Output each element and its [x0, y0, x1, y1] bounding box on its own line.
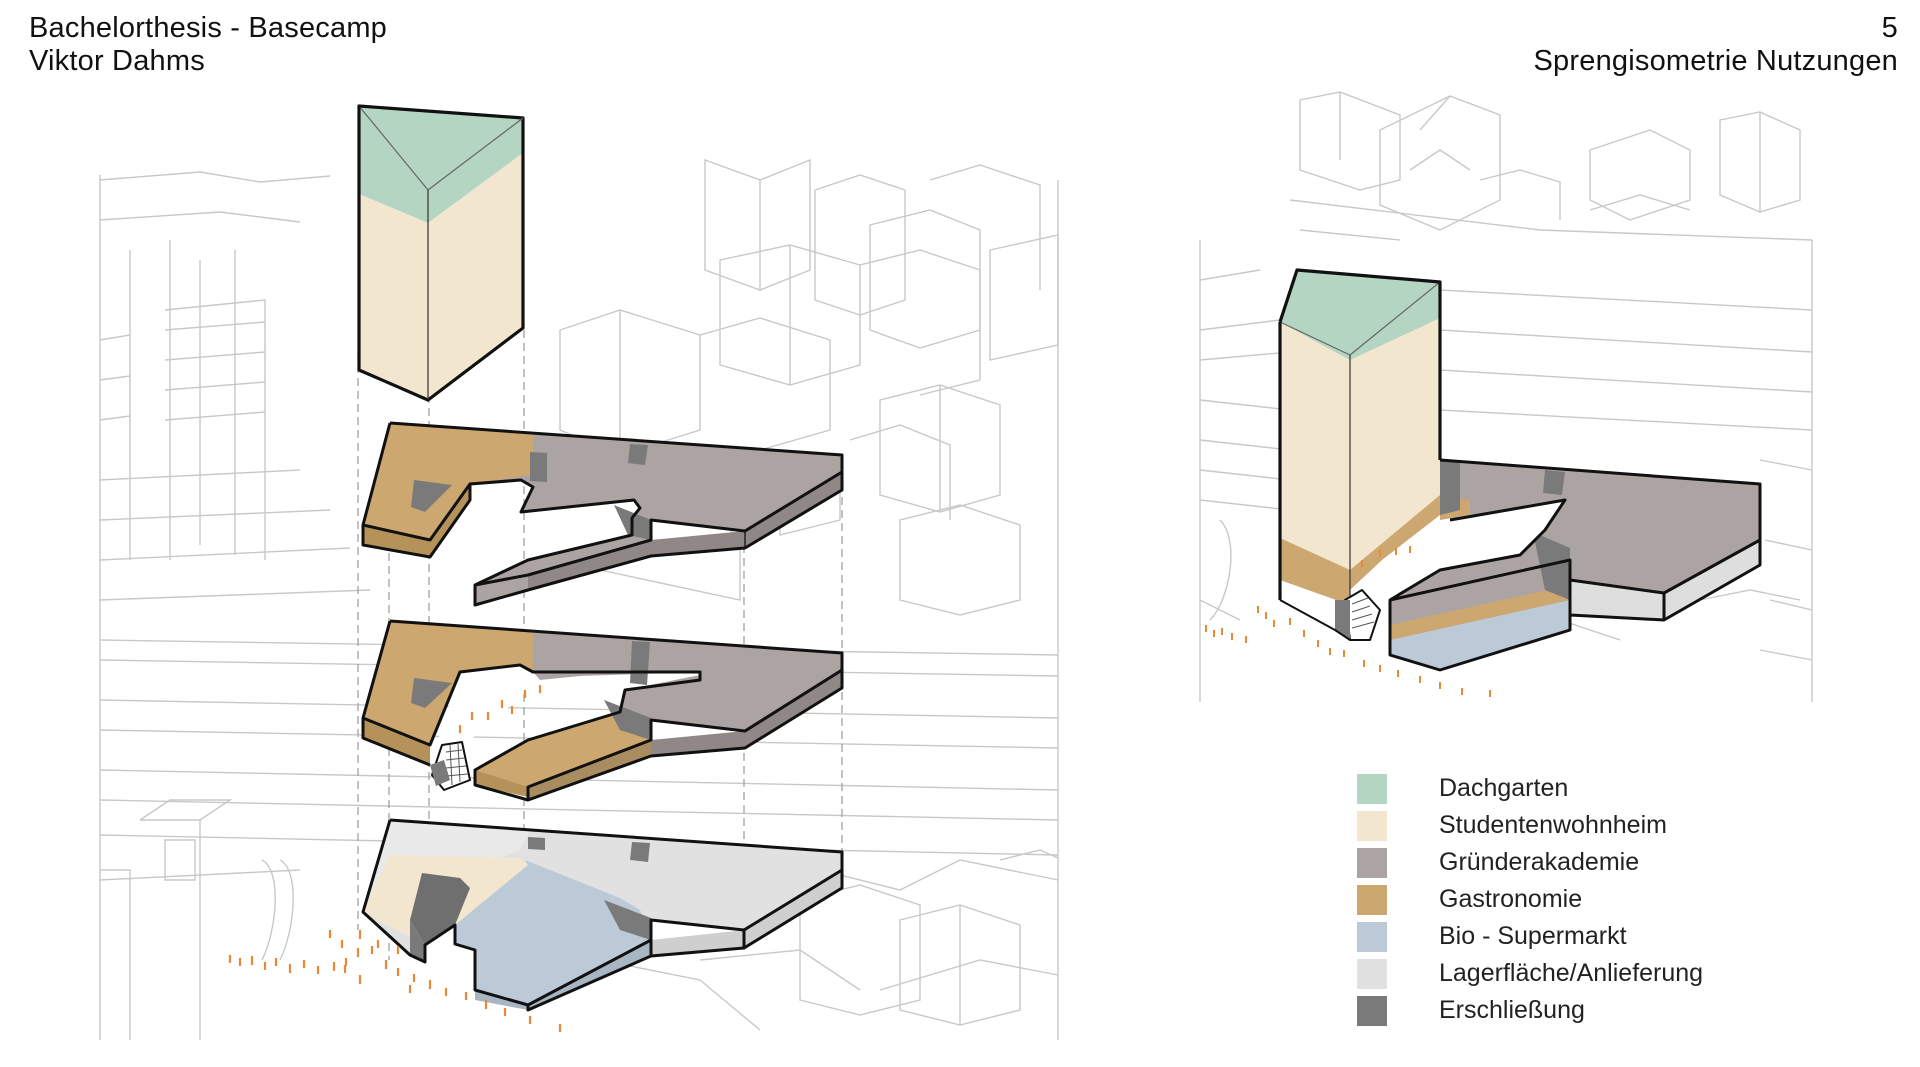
legend-item-dachgarten: Dachgarten [1357, 770, 1703, 807]
legend-swatch [1357, 958, 1387, 989]
legend-item-supermarkt: Bio - Supermarkt [1357, 918, 1703, 955]
header-left: Bachelorthesis - Basecamp Viktor Dahms [29, 12, 387, 78]
legend-label: Gastronomie [1439, 885, 1583, 913]
legend-swatch [1357, 810, 1387, 841]
legend-label: Erschließung [1439, 996, 1585, 1024]
legend-label: Dachgarten [1439, 774, 1569, 802]
exploded-isometric [228, 104, 844, 1032]
legend-item-gastronomie: Gastronomie [1357, 881, 1703, 918]
slab-lower [361, 818, 844, 1012]
legend-item-studentenwohnheim: Studentenwohnheim [1357, 807, 1703, 844]
legend-item-erschliessung: Erschließung [1357, 992, 1703, 1029]
legend: Dachgarten Studentenwohnheim Gründerakad… [1357, 770, 1703, 1029]
thesis-title: Bachelorthesis - Basecamp [29, 12, 387, 44]
legend-swatch [1357, 884, 1387, 915]
slab-upper [361, 421, 844, 607]
legend-swatch [1357, 921, 1387, 952]
tower-block [357, 104, 525, 402]
sheet-title: Sprengisometrie Nutzungen [1533, 45, 1898, 77]
legend-label: Gründerakademie [1439, 848, 1640, 876]
legend-item-gruenderakademie: Gründerakademie [1357, 844, 1703, 881]
right-context-lines [1199, 91, 1813, 702]
legend-swatch [1357, 847, 1387, 878]
legend-item-lagerflaeche: Lagerfläche/Anlieferung [1357, 955, 1703, 992]
legend-label: Lagerfläche/Anlieferung [1439, 959, 1704, 987]
legend-swatch [1357, 995, 1387, 1026]
legend-label: Studentenwohnheim [1439, 811, 1667, 839]
page-number: 5 [1881, 12, 1898, 44]
assembled-isometric [1205, 268, 1762, 697]
legend-swatch [1357, 773, 1387, 804]
legend-label: Bio - Supermarkt [1439, 922, 1627, 950]
slab-middle [361, 619, 844, 802]
trees [228, 685, 562, 1032]
header-right: 5 Sprengisometrie Nutzungen [1534, 12, 1898, 78]
author-name: Viktor Dahms [29, 45, 205, 77]
